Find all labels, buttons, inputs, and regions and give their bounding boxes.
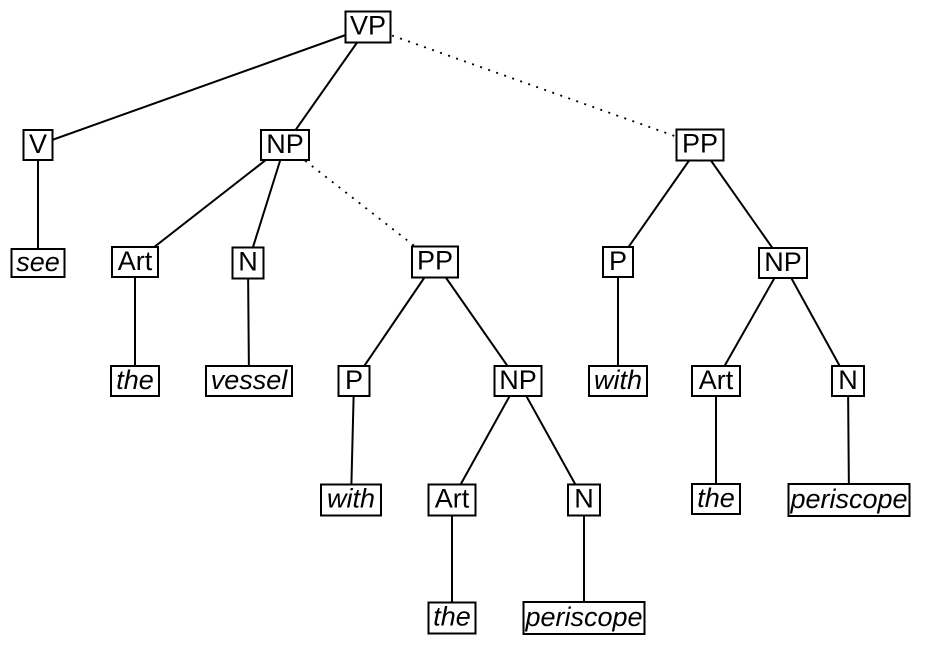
- tree-node-the1: the: [110, 365, 160, 397]
- tree-node-see: see: [10, 248, 66, 278]
- tree-node-pp2: PP: [675, 128, 725, 162]
- tree-edge-vp-v: [37, 26, 369, 146]
- tree-node-np2: NP: [493, 365, 543, 397]
- tree-node-np1: NP: [260, 129, 310, 161]
- tree-edge-pp1-p1: [353, 261, 436, 382]
- tree-edge-vp-pp2-dotted: [367, 26, 701, 146]
- tree-node-with2: with: [588, 365, 648, 397]
- tree-node-n2: N: [567, 483, 601, 517]
- tree-edge-np3-n3: [782, 262, 849, 382]
- tree-edge-np1-n1: [247, 144, 286, 264]
- tree-edge-np1-pp1-dotted: [284, 144, 436, 263]
- tree-node-vp: VP: [344, 10, 392, 44]
- tree-node-art1: Art: [111, 246, 159, 278]
- tree-node-np3: NP: [758, 247, 808, 279]
- tree-edge-np2-art2: [451, 380, 519, 501]
- tree-edge-vp-np1: [284, 26, 369, 146]
- tree-node-n3: N: [831, 365, 865, 397]
- tree-edge-np1-art1: [134, 144, 286, 263]
- tree-edge-np2-n2: [517, 380, 585, 501]
- tree-node-v: V: [22, 129, 54, 161]
- tree-node-periscope2: periscope: [787, 483, 911, 517]
- tree-edge-pp2-p2: [617, 144, 701, 263]
- tree-node-art3: Art: [691, 365, 741, 397]
- tree-node-pp1: PP: [411, 245, 459, 279]
- tree-edge-np3-art3: [715, 262, 784, 382]
- tree-node-the2: the: [427, 601, 477, 635]
- tree-edge-pp2-np3: [699, 144, 784, 264]
- tree-node-art2: Art: [427, 483, 477, 517]
- tree-node-p1: P: [337, 365, 371, 397]
- tree-node-with1: with: [320, 483, 382, 517]
- tree-edge-n3-periscope2: [847, 380, 850, 501]
- tree-node-the3: the: [691, 483, 741, 515]
- tree-edge-pp1-np2: [434, 261, 519, 382]
- tree-node-periscope1: periscope: [522, 601, 646, 635]
- tree-node-p2: P: [602, 246, 634, 278]
- tree-edge-n1-vessel: [247, 262, 250, 382]
- tree-node-vessel: vessel: [205, 365, 293, 397]
- tree-edge-p1-with1: [350, 380, 355, 501]
- tree-node-n1: N: [231, 246, 265, 280]
